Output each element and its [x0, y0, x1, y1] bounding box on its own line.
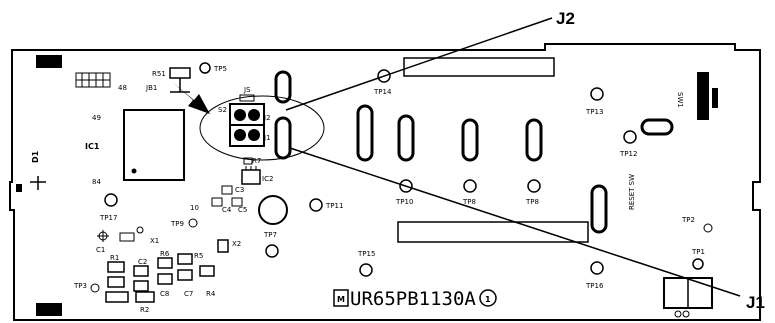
j1-label: J1	[263, 134, 271, 142]
revision-mark: 1	[485, 295, 491, 304]
tp16-pad	[590, 261, 604, 275]
ic2-chip	[241, 166, 261, 185]
sw1-switch	[697, 72, 709, 120]
connector-block	[229, 103, 265, 147]
tp1-pad	[692, 258, 704, 270]
label-84: 84	[92, 178, 101, 186]
callout-j1: J1	[746, 293, 765, 312]
reset-sw-label: RESET SW	[628, 174, 636, 210]
tp13-label: TP13	[585, 108, 603, 116]
r6-label: R6	[160, 250, 170, 258]
tp11-pad	[309, 198, 323, 212]
tp13-pad	[590, 87, 604, 101]
c1-label: C1	[96, 246, 105, 254]
tp5-pad	[199, 62, 211, 74]
sw1-label: SW1	[676, 92, 684, 108]
r1-label: R1	[110, 254, 119, 262]
tp16-label: TP16	[585, 282, 604, 290]
tp10-label: TP10	[395, 198, 413, 206]
tp1-label: TP1	[691, 248, 705, 256]
header-footprint-top	[403, 57, 555, 77]
c2-label: C2	[138, 258, 147, 266]
part-prefix-mark: M	[337, 295, 345, 304]
tp17-label: TP17	[99, 214, 117, 222]
oval-pads-middle	[356, 104, 543, 162]
x1-label: X1	[150, 237, 159, 245]
part-number-block: M UR65PB1130A 1	[333, 288, 497, 310]
bottom-right-connector	[663, 277, 713, 318]
tp2-label: TP2	[681, 216, 695, 224]
resistor-array-48	[75, 72, 111, 88]
c5-label: C5	[238, 206, 247, 214]
tp12-pad	[623, 130, 637, 144]
tp15-label: TP15	[357, 250, 375, 258]
tp11-label: TP11	[325, 202, 343, 210]
oval-pad-column-1	[274, 70, 292, 160]
tp10-pad	[399, 179, 413, 193]
label-10: 10	[190, 204, 199, 212]
tp14-pad	[377, 69, 391, 83]
c8-label: C8	[160, 290, 169, 298]
r51-label: R51	[152, 70, 166, 78]
ic1-chip	[123, 109, 185, 181]
tp3-label: TP3	[73, 282, 87, 290]
tp7-label: TP7	[263, 231, 277, 239]
pointer-arrow-icon	[172, 82, 210, 114]
corner-pad-bottom-left	[36, 303, 62, 316]
corner-pad-top-left	[36, 55, 62, 68]
label-48: 48	[118, 84, 127, 92]
tp14-label: TP14	[373, 88, 392, 96]
header-footprint-bottom	[397, 221, 589, 243]
ic1-label: IC1	[85, 142, 100, 151]
tp7-pad	[265, 244, 279, 258]
jb1-label: JB1	[145, 84, 157, 92]
callout-j2: J2	[556, 9, 575, 28]
s2-label: S2	[218, 106, 227, 114]
tp12-label: TP12	[619, 150, 637, 158]
r2-label: R2	[140, 306, 149, 314]
r5-label: R5	[194, 252, 203, 260]
tp9-small-pad	[188, 218, 198, 228]
tp15-pad	[359, 263, 373, 277]
tp8-pad-a	[463, 179, 477, 193]
r51-resistor	[169, 67, 191, 79]
tp5-label: TP5	[213, 65, 227, 73]
d1-label: D1	[31, 150, 40, 163]
reset-switch-pads	[590, 184, 608, 234]
tp8-label-a: TP8	[462, 198, 476, 206]
component-cluster-lower-left	[105, 239, 229, 303]
part-number: UR65PB1130A	[350, 288, 476, 310]
callout-line-j2	[285, 17, 553, 111]
c7-label: C7	[184, 290, 193, 298]
tp17-pad	[104, 193, 118, 207]
ic2-label: IC2	[262, 175, 273, 183]
tp8-pad-b	[527, 179, 541, 193]
d1-diode	[16, 176, 46, 192]
c4-label: C4	[222, 206, 232, 214]
tp2-pad	[703, 223, 713, 233]
tp8-label-b: TP8	[525, 198, 539, 206]
c3-label: C3	[235, 186, 244, 194]
oval-pad-horizontal	[640, 118, 674, 136]
tp3-pad	[90, 283, 100, 293]
large-capacitor	[258, 195, 288, 225]
js-label: JS	[243, 86, 251, 94]
tp9-small-label: TP9	[170, 220, 184, 228]
highlight-ellipse	[199, 95, 325, 161]
r7-label: R7	[252, 157, 261, 165]
board-outline	[9, 43, 761, 321]
j2-label: J2	[263, 114, 271, 122]
r4-label: R4	[206, 290, 216, 298]
x2-label: X2	[232, 240, 241, 248]
crosshair-icon	[97, 230, 109, 242]
label-49: 49	[92, 114, 101, 122]
